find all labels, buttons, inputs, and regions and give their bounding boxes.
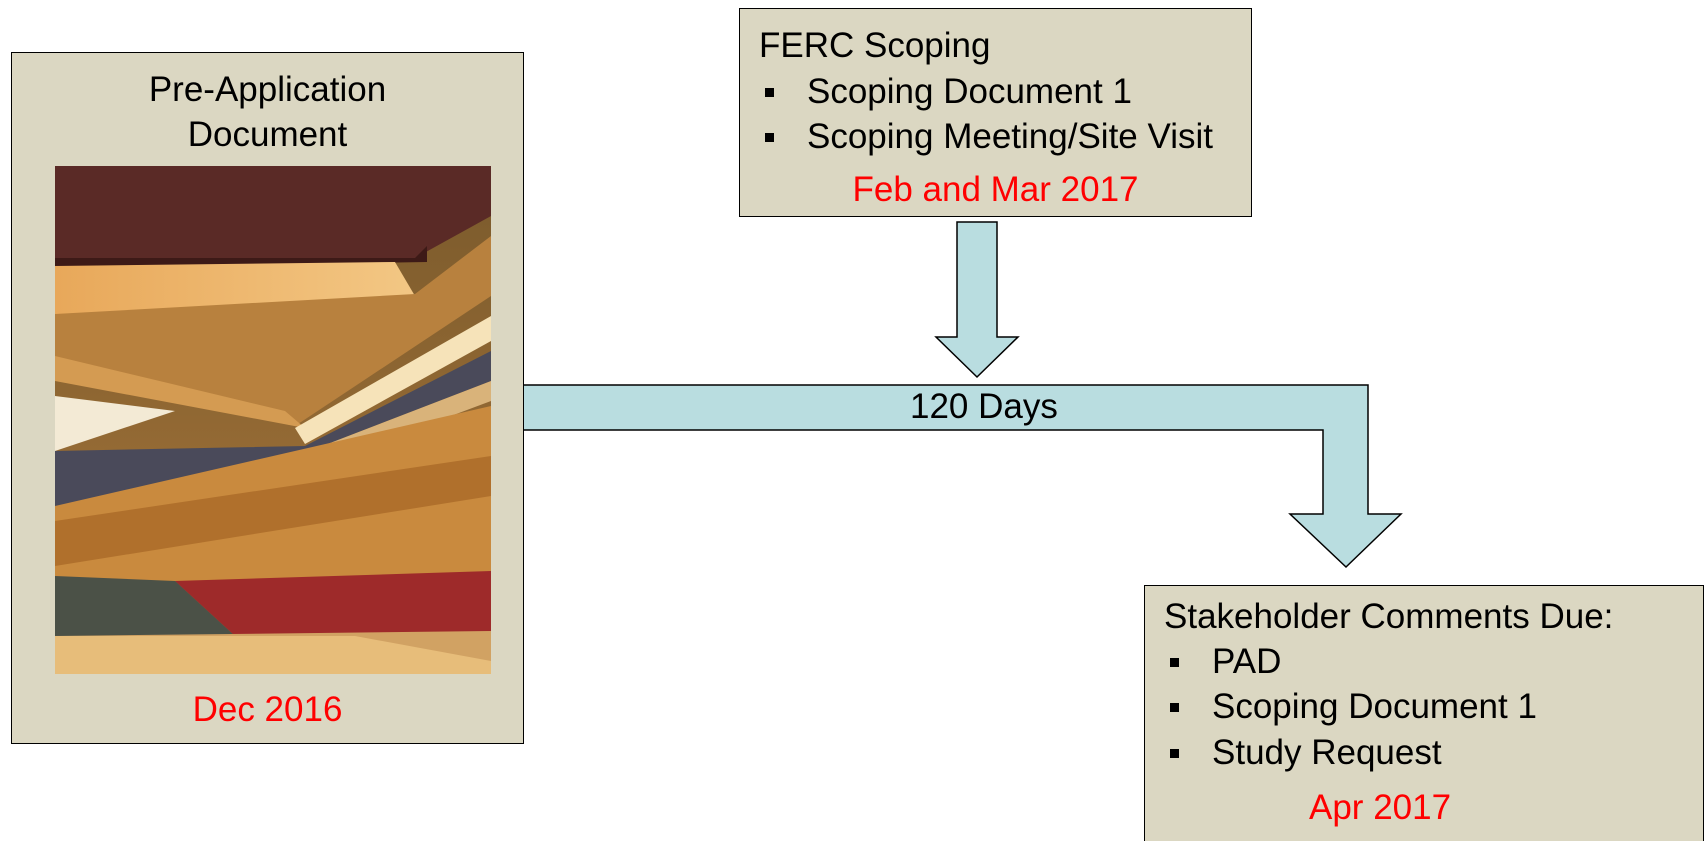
comments-box: Stakeholder Comments Due: PAD Scoping Do…: [1144, 585, 1704, 841]
scoping-date: Feb and Mar 2017: [852, 170, 1139, 209]
scoping-bullet-1: [765, 88, 774, 97]
comments-bullet-1: [1170, 658, 1179, 667]
scoping-item-1: Scoping Document 1: [807, 72, 1132, 111]
comments-bullet-3: [1170, 749, 1179, 758]
connector-label: 120 Days: [910, 387, 1058, 426]
comments-item-2: Scoping Document 1: [1212, 687, 1537, 726]
pad-date: Dec 2016: [192, 690, 343, 729]
pad-title-line2: Document: [187, 115, 348, 154]
comments-item-1: PAD: [1212, 642, 1282, 681]
scoping-bullet-2: [765, 133, 774, 142]
scoping-item-2: Scoping Meeting/Site Visit: [807, 117, 1213, 156]
scoping-title: FERC Scoping: [759, 26, 991, 65]
down-arrow-scoping: [934, 221, 1020, 379]
books-image: [55, 166, 491, 674]
comments-bullet-2: [1170, 703, 1179, 712]
comments-item-3: Study Request: [1212, 733, 1442, 772]
pad-title-line1: Pre-Application: [148, 70, 387, 109]
pad-box: Pre-Application Document: [11, 52, 524, 744]
comments-date: Apr 2017: [1309, 788, 1452, 827]
scoping-box: FERC Scoping Scoping Document 1 Scoping …: [739, 8, 1252, 217]
bent-arrow-120-days: [521, 384, 1403, 569]
comments-title: Stakeholder Comments Due:: [1164, 597, 1614, 636]
